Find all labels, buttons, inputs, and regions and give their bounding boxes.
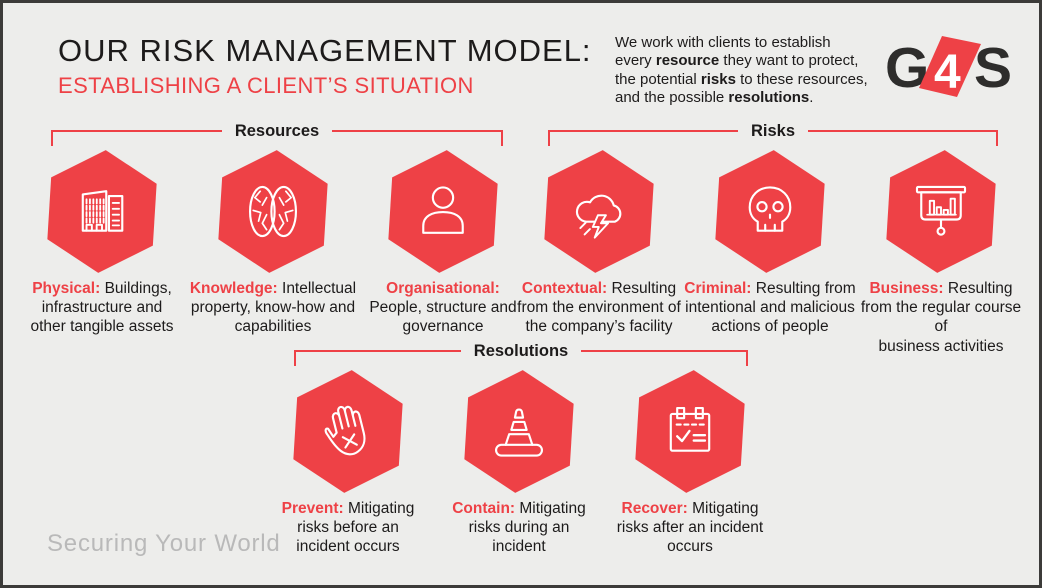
intro-text: We work with clients to establish every …: [615, 34, 868, 108]
item-term: Contain:: [452, 500, 516, 517]
hexagon-shape: [886, 150, 996, 273]
intro-line: the potential risks to these resources,: [615, 70, 868, 88]
bracket-line: [548, 130, 738, 132]
item-term: Knowledge:: [189, 280, 278, 297]
item-caption: Physical: Buildings, infrastructure and …: [14, 279, 190, 337]
item-contextual: Contextual: Resulting from the environme…: [511, 149, 687, 337]
checklist-calendar-icon: [669, 406, 711, 452]
hexagon-shape: [635, 370, 745, 493]
hexagon-shape: [293, 370, 403, 493]
bracket-line: [294, 350, 461, 352]
intro-line: and the possible resolutions.: [615, 89, 814, 107]
item-recover: Recover: Mitigating risks after an incid…: [602, 369, 778, 557]
traffic-cone-icon: [494, 408, 544, 457]
item-caption: Criminal: Resulting from intentional and…: [682, 279, 858, 337]
item-contain: Contain: Mitigating risks during an inci…: [431, 369, 607, 557]
tagline: Securing Your World: [47, 530, 281, 557]
resources-label: Resources: [234, 121, 320, 140]
logo-four: 4: [934, 46, 961, 98]
storm-cloud-icon: [575, 194, 622, 239]
bracket-line: [581, 350, 748, 352]
intro-line: every resource they want to protect,: [615, 52, 859, 70]
hexagon-shape: [388, 150, 498, 273]
item-term: Criminal:: [684, 280, 752, 297]
intro-line: We work with clients to establish: [615, 34, 831, 51]
item-desc: Mitigating risks during an incident: [468, 500, 586, 556]
risks-bracket: Risks: [548, 119, 998, 146]
item-term: Prevent:: [281, 500, 344, 517]
presentation-chart-icon: [915, 185, 967, 236]
item-desc: Resulting from intentional and malicious…: [685, 280, 856, 336]
g4s-logo: G 4 S: [887, 36, 1012, 98]
svg-text:S: S: [974, 36, 1012, 98]
item-caption: Contain: Mitigating risks during an inci…: [431, 499, 607, 557]
item-prevent: Prevent: Mitigating risks before an inci…: [260, 369, 436, 557]
item-desc: Mitigating risks after an incident occur…: [616, 500, 764, 556]
item-term: Physical:: [32, 280, 101, 297]
item-desc: Resulting from the regular course of bus…: [860, 280, 1022, 355]
hexagon-shape: [218, 150, 328, 273]
resolutions-label: Resolutions: [473, 341, 569, 360]
logo-red-shape: [919, 36, 981, 97]
item-term: Contextual:: [521, 280, 608, 297]
hexagon-shape: [544, 150, 654, 273]
item-caption: Prevent: Mitigating risks before an inci…: [260, 499, 436, 557]
bracket-line: [51, 130, 222, 132]
item-caption: Recover: Mitigating risks after an incid…: [602, 499, 778, 557]
item-business: Business: Resulting from the regular cou…: [853, 149, 1029, 356]
item-desc: Intellectual property, know-how and capa…: [190, 280, 357, 336]
item-desc: People, structure and governance: [369, 299, 517, 336]
hexagon-shape: [464, 370, 574, 493]
building-icon: [81, 190, 124, 232]
item-desc: Buildings, infrastructure and other tang…: [30, 280, 174, 336]
hexagon-shape: [47, 150, 157, 273]
resolutions-bracket: Resolutions: [294, 339, 748, 366]
item-organisational: Organisational: People, structure and go…: [355, 149, 531, 337]
page-subtitle: ESTABLISHING A CLIENT’S SITUATION: [58, 73, 474, 98]
item-criminal: Criminal: Resulting from intentional and…: [682, 149, 858, 337]
bracket-line: [808, 130, 998, 132]
item-caption: Knowledge: Intellectual property, know-h…: [185, 279, 361, 337]
person-icon: [422, 186, 464, 234]
item-term: Organisational:: [386, 280, 500, 297]
item-desc: Resulting from the environment of the co…: [517, 280, 681, 336]
resources-bracket: Resources: [51, 119, 504, 146]
risks-label: Risks: [750, 121, 796, 140]
stop-hand-icon: [324, 405, 366, 456]
bracket-line: [332, 130, 504, 132]
item-term: Business:: [869, 280, 944, 297]
skull-icon: [748, 186, 792, 232]
item-caption: Business: Resulting from the regular cou…: [853, 279, 1029, 356]
brain-icon: [248, 185, 298, 238]
hexagon-shape: [715, 150, 825, 273]
item-physical: Physical: Buildings, infrastructure and …: [14, 149, 190, 337]
item-term: Recover:: [621, 500, 688, 517]
page-title: OUR RISK MANAGEMENT MODEL:: [58, 33, 592, 68]
item-knowledge: Knowledge: Intellectual property, know-h…: [185, 149, 361, 337]
item-desc: Mitigating risks before an incident occu…: [296, 500, 415, 556]
item-caption: Contextual: Resulting from the environme…: [511, 279, 687, 337]
item-caption: Organisational: People, structure and go…: [355, 279, 531, 337]
